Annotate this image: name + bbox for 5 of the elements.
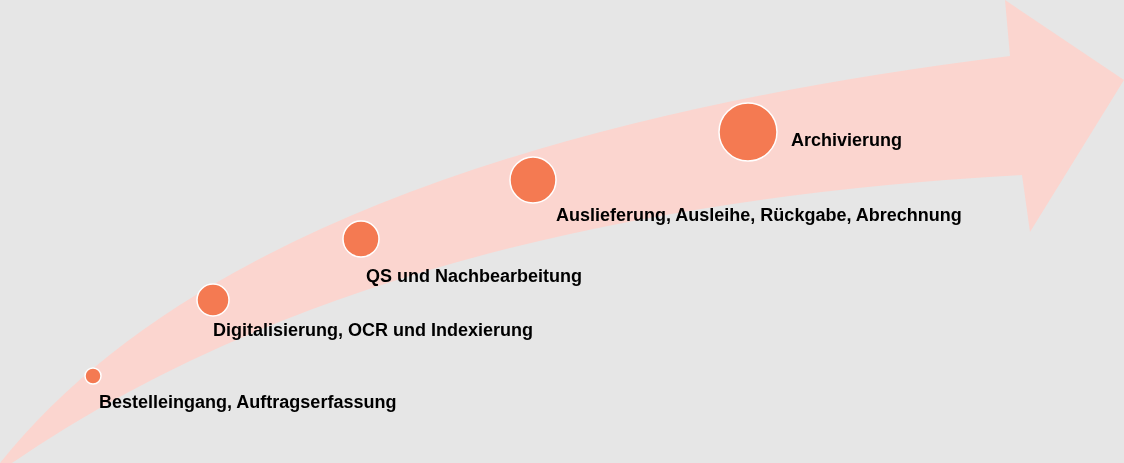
step-label: QS und Nachbearbeitung (366, 266, 583, 287)
step-label: Digitalisierung, OCR und Indexierung (213, 320, 534, 341)
step-label: Bestelleingang, Auftragserfassung (99, 392, 397, 413)
step-label: Auslieferung, Ausleihe, Rückgabe, Abrechnung (556, 205, 962, 226)
step-label: Archivierung (791, 130, 903, 151)
